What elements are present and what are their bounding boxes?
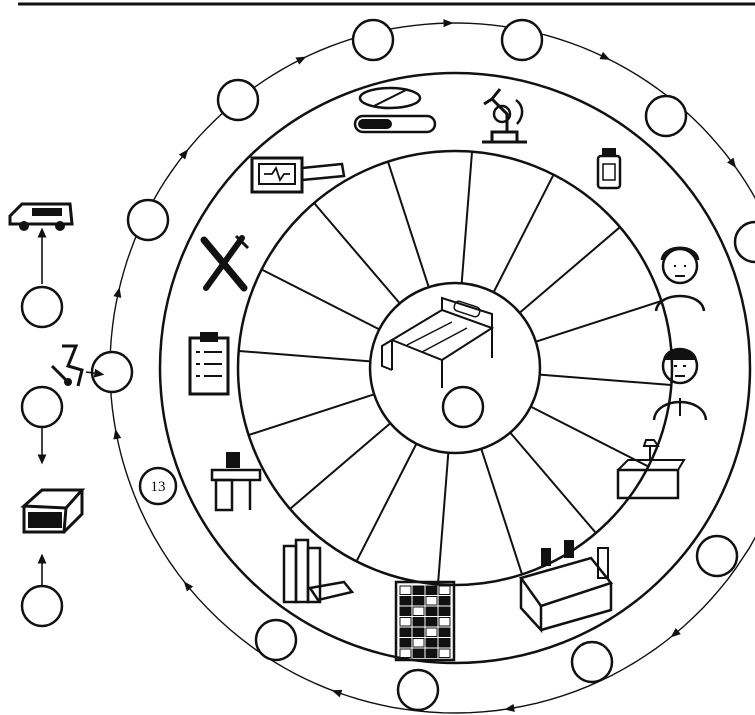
flow-arc — [677, 104, 755, 235]
outer-boundary-circle — [160, 73, 750, 663]
outer-node — [502, 20, 542, 60]
ring-spoke — [520, 227, 620, 313]
medical-monitor-icon — [252, 158, 344, 192]
ring-spoke — [536, 301, 662, 342]
cabinet-drawer — [400, 628, 411, 637]
cabinet-drawer — [439, 597, 450, 606]
office-desk-icon — [212, 452, 260, 510]
fork-and-knife-icon — [204, 236, 248, 288]
ring-spoke — [314, 203, 400, 303]
cabinet-drawer — [439, 649, 450, 658]
side-node-1 — [22, 287, 62, 327]
cabinet-drawer — [439, 639, 450, 648]
outer-node — [256, 620, 296, 660]
clipboard-checklist-icon — [190, 332, 228, 394]
cabinet-drawer — [400, 597, 411, 606]
node-13: 13 — [140, 468, 176, 504]
flow-arc — [601, 569, 736, 681]
hub-node — [443, 387, 483, 427]
ring-spoke — [494, 175, 554, 293]
ring-spoke — [239, 351, 371, 361]
ring-segments — [239, 152, 672, 585]
ring-spoke — [510, 433, 596, 533]
cabinet-drawer — [400, 618, 411, 627]
books-icon — [284, 540, 352, 602]
flow-arc — [524, 30, 677, 104]
cabinet-drawer — [413, 586, 424, 595]
wheelchair-icon — [52, 346, 82, 386]
cabinet-drawer — [413, 639, 424, 648]
patient-portrait-icon — [656, 248, 704, 311]
medicine-bottle-icon — [598, 148, 620, 188]
cabinet-drawer — [439, 628, 450, 637]
hospital-bed-icon — [382, 298, 492, 388]
flow-arrowhead — [600, 52, 611, 60]
ring-spoke — [356, 444, 416, 562]
filing-drawer-icon — [24, 490, 82, 532]
cabinet-drawer — [413, 607, 424, 616]
cabinet-drawer — [400, 607, 411, 616]
medicine-dish-icon — [355, 88, 435, 132]
ring-spoke — [249, 394, 375, 435]
cabinet-drawer — [439, 618, 450, 627]
cabinet-drawer — [439, 607, 450, 616]
filing-cabinet-icon — [396, 582, 454, 660]
ring-spoke — [262, 269, 380, 329]
cabinet-drawer — [426, 628, 437, 637]
node-13-label: 13 — [151, 479, 166, 495]
cabinet-drawer — [400, 586, 411, 595]
side-node-3 — [22, 586, 62, 626]
ring-spoke — [540, 375, 672, 385]
outer-node — [92, 352, 132, 392]
cabinet-drawer — [413, 597, 424, 606]
ring-spoke — [531, 407, 649, 467]
flow-arc — [265, 656, 415, 711]
cabinet-drawer — [413, 618, 424, 627]
cabinet-drawer — [400, 639, 411, 648]
ambulance-icon — [10, 204, 72, 231]
segment-outer-circle — [238, 151, 672, 585]
cabinet-drawer — [426, 607, 437, 616]
flow-arc — [144, 100, 238, 218]
flow-arrowhead — [113, 429, 121, 440]
cabinet-drawer — [400, 649, 411, 658]
cabinet-drawer — [426, 597, 437, 606]
ring-spoke — [290, 423, 390, 509]
microscope-icon — [482, 89, 527, 142]
cabinet-drawer — [413, 649, 424, 658]
cabinet-drawer — [426, 649, 437, 658]
outer-node — [572, 642, 612, 682]
flow-arrowhead — [113, 287, 121, 298]
outer-node — [353, 20, 393, 60]
cabinet-drawer — [426, 586, 437, 595]
cabinet-drawer — [439, 586, 450, 595]
desk-with-lamp-icon — [618, 440, 684, 498]
outer-node — [398, 670, 438, 710]
flow-arrowhead — [179, 149, 188, 159]
side-node-2 — [22, 387, 62, 427]
flow-arrowhead — [504, 704, 515, 712]
hub-circle — [370, 283, 540, 453]
flow-arrowhead — [332, 690, 343, 698]
outer-node — [646, 96, 686, 136]
outer-node — [128, 200, 168, 240]
flow-arrowhead — [443, 19, 453, 27]
cabinet-drawer — [413, 628, 424, 637]
flow-arrowhead — [296, 57, 307, 65]
cabinet-drawer — [426, 639, 437, 648]
ring-spoke — [462, 152, 472, 284]
flow-arrowhead — [727, 158, 736, 168]
ring-spoke — [481, 449, 522, 575]
pharmacy-counter-icon — [521, 540, 611, 630]
flow-arc — [238, 33, 371, 100]
cabinet-drawer — [426, 618, 437, 627]
outer-node — [735, 222, 755, 262]
outer-node — [218, 80, 258, 120]
outer-node — [697, 536, 737, 576]
ring-spoke — [388, 162, 429, 288]
side-flows — [10, 204, 100, 626]
ring-spoke — [438, 453, 448, 585]
